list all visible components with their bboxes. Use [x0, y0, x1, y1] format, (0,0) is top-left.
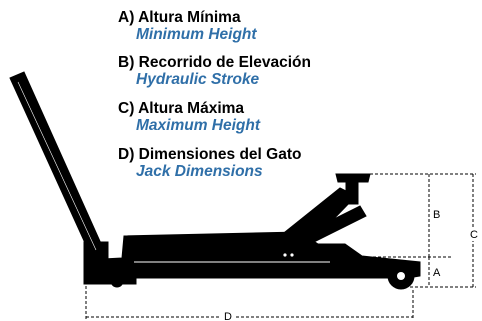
legend-item-hydraulic-stroke: B) Recorrido de Elevación Hydraulic Stro… — [118, 54, 311, 88]
legend-label-english: Maximum Height — [136, 117, 261, 134]
legend-label-english: Minimum Height — [136, 26, 257, 43]
lift-saddle — [335, 173, 371, 183]
jack-base-rail — [83, 271, 137, 285]
front-wheel-hub — [397, 272, 405, 280]
rear-wheel — [110, 274, 124, 288]
pivot-bolt — [290, 253, 294, 257]
legend-item-maximum-height: C) Altura Máxima Maximum Height — [118, 100, 260, 134]
saddle-post — [345, 181, 359, 205]
legend-label-english: Hydraulic Stroke — [136, 71, 260, 88]
legend-label-spanish: C) Altura Máxima — [118, 100, 245, 117]
floor-jack-silhouette — [9, 71, 421, 290]
label-backing — [433, 265, 443, 279]
dimension-label-c: C — [470, 229, 478, 241]
jack-handle — [9, 71, 104, 255]
legend-item-jack-dimensions: D) Dimensiones del Gato Jack Dimensions — [118, 146, 301, 180]
handle-highlight — [17, 81, 97, 251]
legend-label-spanish: B) Recorrido de Elevación — [118, 54, 311, 71]
legend-label-spanish: A) Altura Mínima — [118, 9, 241, 26]
dimension-label-d: D — [224, 311, 232, 321]
dimension-label-b: B — [433, 209, 440, 221]
dimension-label-a: A — [433, 267, 441, 279]
label-backing — [221, 310, 235, 321]
lifting-arm-strut — [299, 205, 367, 247]
label-backing — [433, 207, 443, 221]
legend-label-spanish: D) Dimensiones del Gato — [118, 146, 302, 163]
legend-label-english: Jack Dimensions — [136, 163, 263, 180]
label-backing — [468, 227, 480, 241]
legend-item-minimum-height: A) Altura Mínima Minimum Height — [118, 9, 257, 43]
pivot-bolt — [283, 253, 287, 257]
